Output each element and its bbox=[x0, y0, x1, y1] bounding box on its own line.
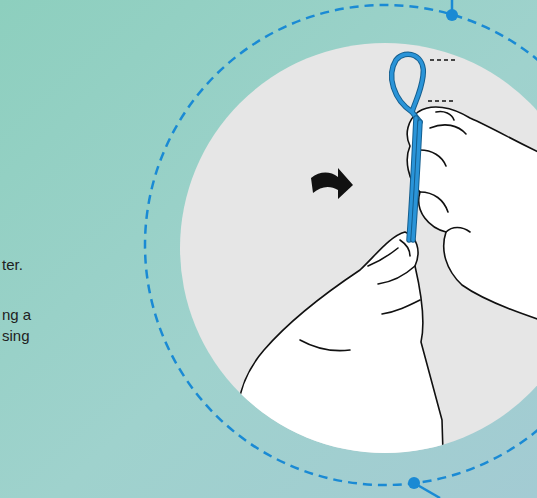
left-hand bbox=[235, 232, 445, 498]
hand-crease bbox=[420, 192, 448, 212]
hand-crease bbox=[430, 125, 466, 134]
twist-arrow bbox=[311, 168, 353, 199]
hand-crease bbox=[420, 150, 446, 166]
ring-dot bbox=[446, 9, 458, 21]
hand-crease bbox=[382, 300, 420, 314]
thumb-nail bbox=[436, 111, 454, 120]
dimension-dash bbox=[430, 59, 456, 61]
body-text-fragment: sing bbox=[2, 327, 30, 345]
dimension-dash bbox=[428, 100, 456, 102]
ring-dot bbox=[408, 477, 420, 489]
body-text-fragment: ter. bbox=[2, 256, 23, 274]
hand-crease bbox=[368, 248, 398, 266]
hand-crease bbox=[378, 266, 415, 284]
body-text-fragment: ng a bbox=[2, 306, 31, 324]
right-hand bbox=[407, 107, 537, 340]
hand-crease bbox=[446, 228, 470, 233]
wire bbox=[392, 54, 424, 240]
hand-crease bbox=[300, 340, 350, 351]
